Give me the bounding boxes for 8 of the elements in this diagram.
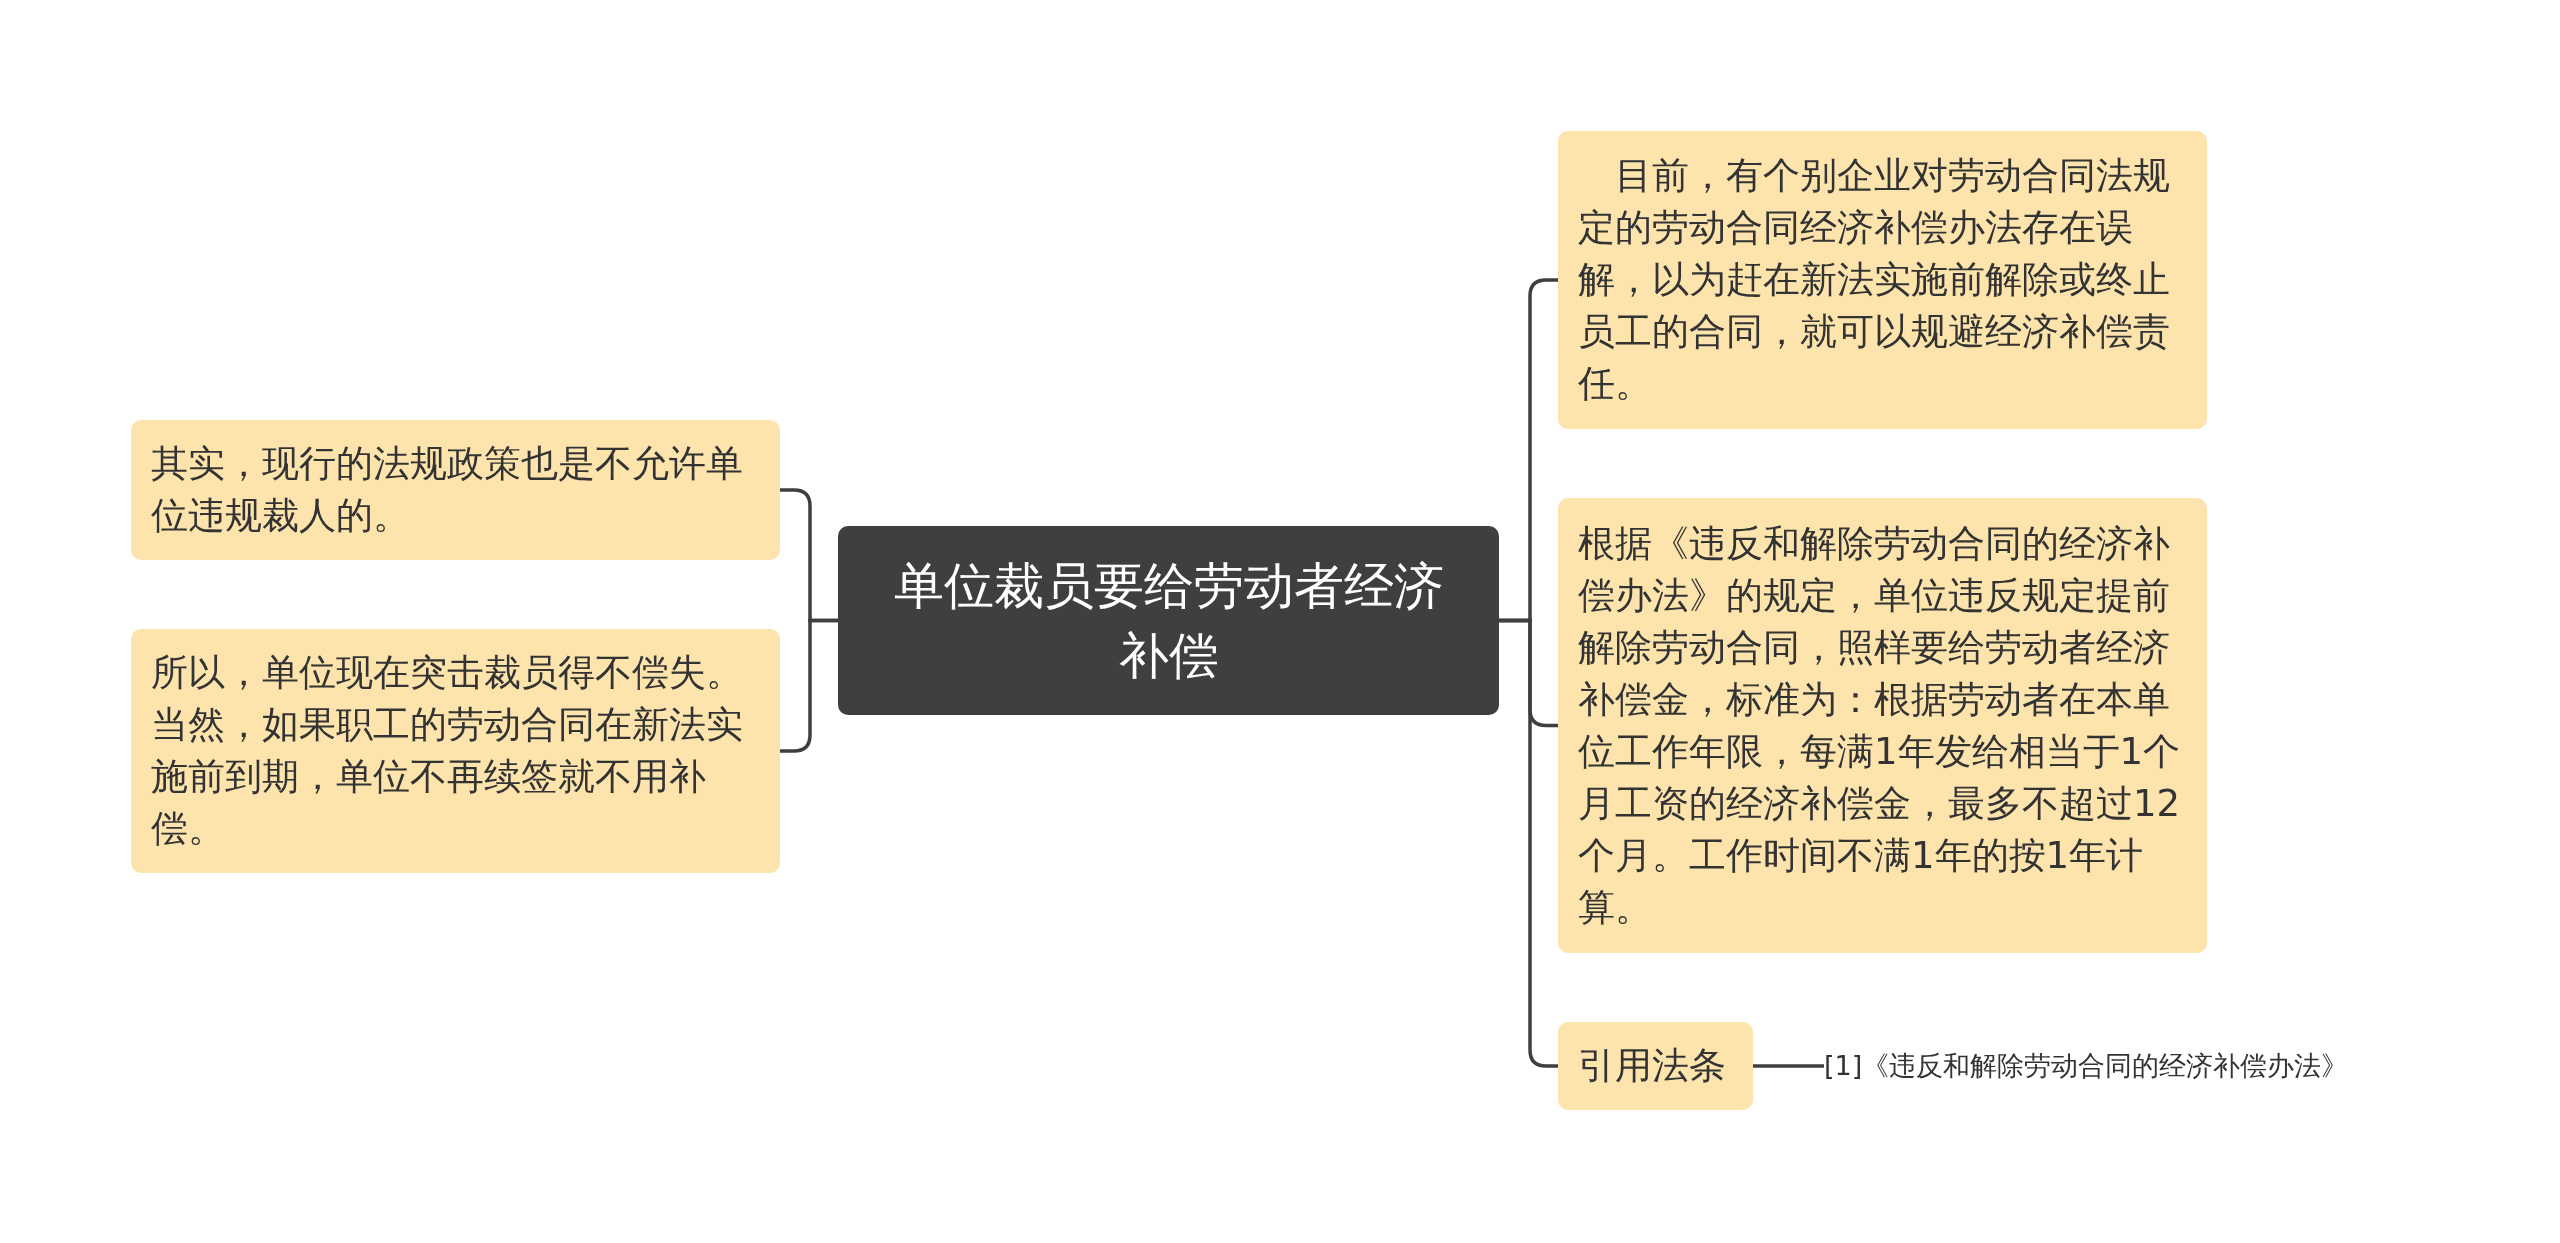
topic-box: 引用法条 [1558, 1022, 1753, 1110]
topic-box: 根据《违反和解除劳动合同的经济补偿办法》的规定，单位违反规定提前解除劳动合同，照样要给劳动者经济补偿金，标准为：根据劳动者在本单位工作年限，每满1年发给相当于1个月工资的经济补偿金，最多不超过12个月。工作时间不满1年的按1年计算。 [1558, 498, 2207, 953]
central-topic-box: 单位裁员要给劳动者经济补偿 [838, 526, 1499, 715]
topic-box: 目前，有个别企业对劳动合同法规定的劳动合同经济补偿办法存在误解，以为赶在新法实施前解除或终止员工的合同，就可以规避经济补偿责任。 [1558, 131, 2207, 429]
reference-text: [1]《违反和解除劳动合同的经济补偿办法》 [1824, 1044, 2444, 1088]
connector-line [1753, 1064, 1824, 1068]
topic-box: 其实，现行的法规政策也是不允许单位违规裁人的。 [131, 420, 780, 560]
topic-box: 所以，单位现在突击裁员得不偿失。当然，如果职工的劳动合同在新法实施前到期，单位不再续签就不用补偿。 [131, 629, 780, 873]
